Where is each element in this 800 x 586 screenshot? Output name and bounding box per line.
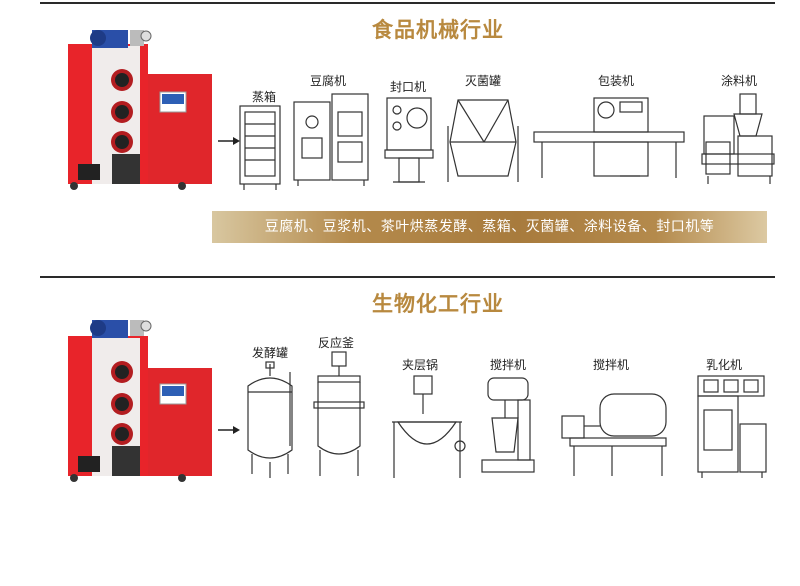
emulsifier-drawing <box>697 375 767 478</box>
machine-label-jacketed-kettle: 夹层锅 <box>402 358 439 372</box>
machine-label-coater: 涂料机 <box>721 74 758 88</box>
food-industry-banner: 豆腐机、豆浆机、茶叶烘蒸发酵、蒸箱、灭菌罐、涂料设备、封口机等 <box>212 211 767 243</box>
middle-divider <box>40 276 775 278</box>
steam-boiler-icon <box>68 30 212 190</box>
machine-label-sterilizer: 灭菌罐 <box>465 74 502 88</box>
mixer-1-drawing <box>481 377 535 473</box>
machine-label-mixer-1: 搅拌机 <box>490 358 527 372</box>
steam-boiler-icon <box>68 320 212 482</box>
machine-label-steamer: 蒸箱 <box>252 90 277 104</box>
steamer-drawing <box>239 105 281 190</box>
machine-label-reactor: 反应釜 <box>318 336 355 350</box>
machine-label-packer: 包装机 <box>598 74 635 88</box>
arrow-icon <box>218 426 240 434</box>
machine-label-tofu: 豆腐机 <box>310 74 347 88</box>
section-title-biochem: 生物化工行业 <box>372 292 504 316</box>
section-title-food: 食品机械行业 <box>372 18 504 42</box>
tofu-machine-drawing <box>293 93 369 186</box>
top-divider <box>40 2 775 4</box>
reactor-drawing <box>313 351 365 476</box>
sterilizer-drawing <box>447 99 519 182</box>
jacketed-kettle-drawing <box>392 375 466 478</box>
sealer-drawing <box>384 97 434 183</box>
arrow-icon <box>218 137 240 145</box>
packer-drawing <box>533 97 685 178</box>
machine-label-emulsifier: 乳化机 <box>706 358 743 372</box>
machine-label-sealer: 封口机 <box>390 80 427 94</box>
fermenter-drawing <box>247 361 293 478</box>
mixer-2-drawing <box>561 393 667 476</box>
machine-label-fermenter: 发酵罐 <box>252 346 289 360</box>
machine-label-mixer-2: 搅拌机 <box>593 358 630 372</box>
coater-drawing <box>701 93 775 184</box>
